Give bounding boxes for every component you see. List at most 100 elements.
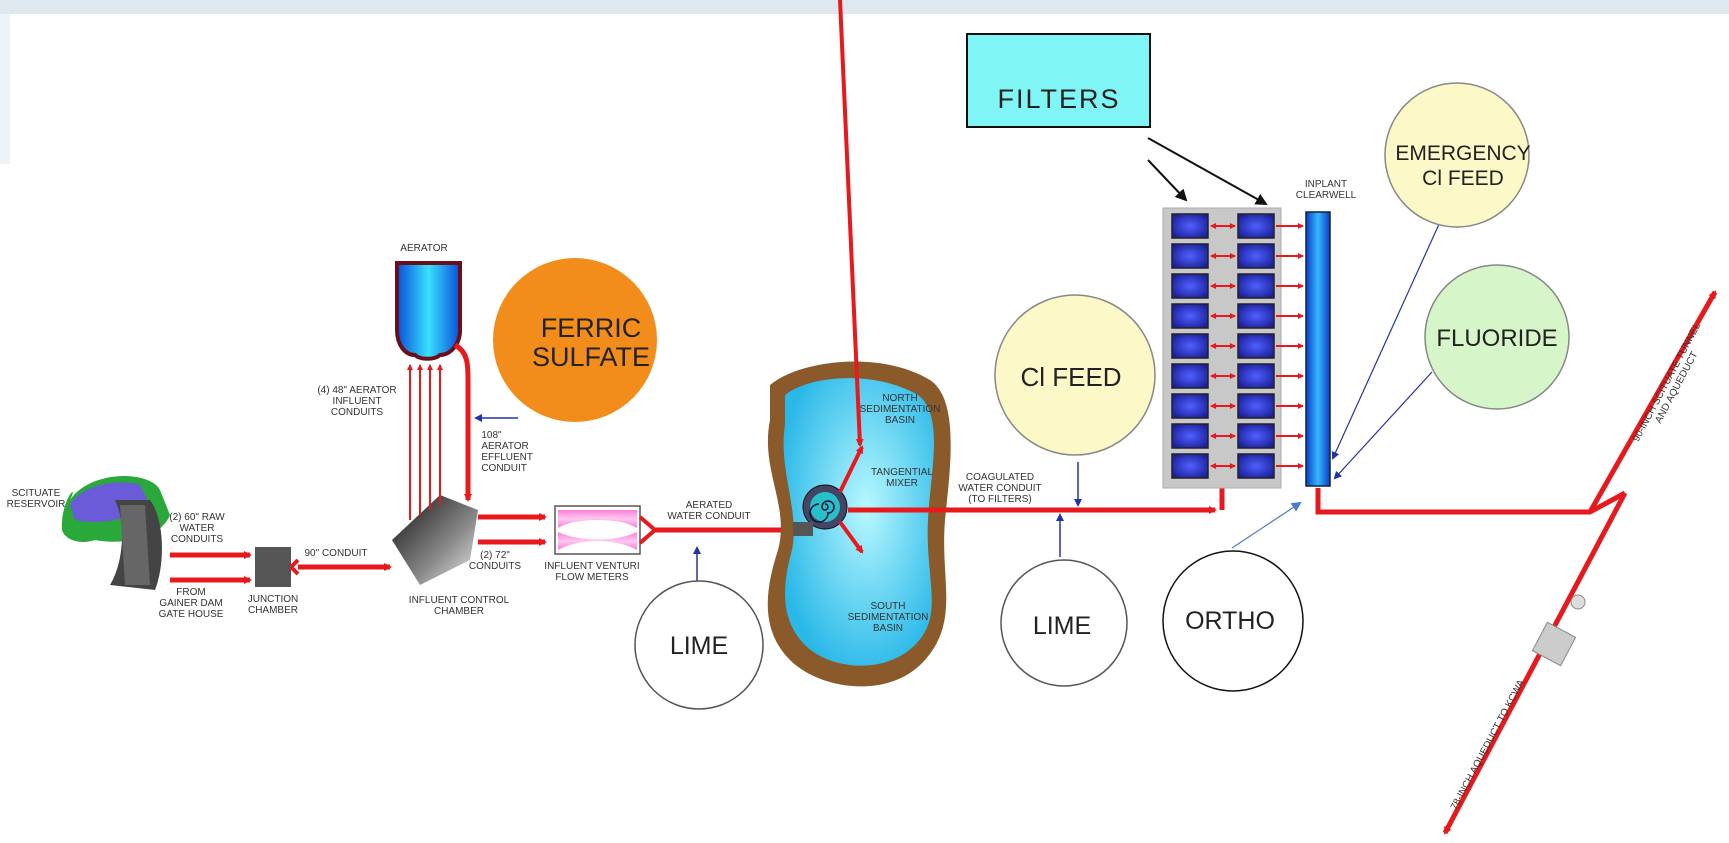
ferric-sulfate-circle (493, 258, 657, 422)
label-line: SEDIMENTATION (847, 612, 929, 623)
filter-cell (1237, 303, 1275, 329)
ortho-arrow (1231, 501, 1302, 549)
aerator-icon (395, 261, 462, 361)
cl-feed-circle (994, 294, 1156, 456)
filter-cell (1171, 423, 1209, 449)
fluoride-arrow (1333, 371, 1433, 480)
label-line: WATER (179, 523, 215, 534)
filter-cell (1171, 393, 1209, 419)
filter-cell (1171, 363, 1209, 389)
label-line: CHAMBER (247, 605, 298, 616)
filters-label: FILTERS (997, 84, 1121, 114)
label-line: INFLUENT CONTROL (408, 595, 510, 606)
emergency-cl-feed-label: EMERGENCY Cl FEED (1395, 141, 1530, 191)
label-line: SEDIMENTATION (859, 404, 941, 415)
cl-feed-label: Cl FEED (1020, 362, 1122, 392)
filter-bank (1162, 207, 1304, 489)
label-line: WATER CONDUIT (958, 483, 1042, 494)
conduits-72-label: (2) 72" CONDUITS (469, 550, 521, 572)
fluoride-label: FLUORIDE (1436, 325, 1558, 352)
filter-cell (1171, 453, 1209, 479)
label-line: GAINER DAM (159, 598, 223, 609)
label-line: INFLUENT (332, 396, 382, 407)
emergency-cl-feed-circle (1384, 82, 1530, 228)
aerator-effluent-conduit (453, 342, 472, 502)
scituate-reservoir-icon (61, 476, 171, 590)
label-line: BASIN (872, 623, 903, 634)
scituate-reservoir-label: SCITUATE RESERVOIR (7, 488, 66, 510)
label-line: FLOW METERS (555, 572, 629, 583)
label-line: (2) 72" (480, 550, 510, 561)
label-line: FROM (176, 587, 206, 598)
conduit-90-label: 90" CONDUIT (304, 548, 368, 559)
label-line: AERATOR (481, 441, 529, 452)
filters-arrow-2 (1147, 137, 1268, 205)
filter-cell (1237, 273, 1275, 299)
filter-cell (1237, 423, 1275, 449)
junction-chamber-icon (255, 547, 291, 587)
aerator-influent-label: (4) 48" AERATOR INFLUENT CONDUITS (317, 385, 396, 418)
lime-1-label: LIME (669, 632, 729, 660)
label-line: WATER CONDUIT (667, 511, 751, 522)
mixer-out-north (838, 445, 864, 493)
influent-control-chamber-label: INFLUENT CONTROL CHAMBER (409, 595, 509, 617)
label-line: (4) 48" AERATOR (317, 385, 397, 396)
coagulated-water-label: COAGULATED WATER CONDUIT (TO FILTERS) (958, 472, 1041, 505)
label-line: SOUTH (870, 601, 906, 612)
aerator-effluent-label: 108" AERATOR EFFLUENT CONDUIT (481, 430, 533, 474)
finished-water-main (1315, 488, 1627, 515)
filter-cell (1237, 243, 1275, 269)
ortho-label: ORTHO (1185, 607, 1275, 635)
filter-cell (1237, 213, 1275, 239)
top-band (0, 0, 1729, 14)
lime-2-circle (1000, 559, 1128, 687)
label-line: JUNCTION (247, 594, 299, 605)
tunnel-90-pipe (1587, 290, 1718, 514)
label-line: EFFLUENT (481, 452, 534, 463)
influent-control-chamber-icon (392, 495, 478, 585)
label-line: 108" (481, 430, 502, 441)
label-line: NORTH (882, 393, 918, 404)
label-line: CONDUITS (170, 534, 224, 545)
emergency-cl-feed-line: Cl FEED (1422, 167, 1504, 190)
label-line: INPLANT (1304, 179, 1348, 190)
left-edge-band (0, 14, 10, 164)
label-line: COAGULATED (965, 472, 1035, 483)
filter-cell (1171, 303, 1209, 329)
filter-cell (1171, 243, 1209, 269)
label-line: SCITUATE (11, 488, 61, 499)
label-line: CONDUITS (468, 561, 522, 572)
lime-1-circle (634, 580, 764, 710)
filter-cell (1171, 333, 1209, 359)
mixer-out-south (838, 520, 864, 554)
aqueduct-meter-icon (1531, 621, 1577, 667)
label-line: GATE HOUSE (158, 609, 224, 620)
junction-chamber-label: JUNCTION CHAMBER (248, 594, 299, 616)
aerator-label: AERATOR (400, 243, 448, 254)
fluoride-circle (1424, 264, 1570, 410)
south-basin-label: SOUTH SEDIMENTATION BASIN (848, 601, 929, 634)
filter-cell (1237, 363, 1275, 389)
label-line: INFLUENT VENTURI (544, 561, 640, 572)
north-basin-label: NORTH SEDIMENTATION BASIN (860, 393, 941, 426)
label-line: MIXER (886, 478, 918, 489)
sedimentation-basin-water (783, 378, 934, 666)
filter-cell (1237, 333, 1275, 359)
ortho-circle (1162, 550, 1304, 692)
ferric-sulfate-line: SULFATE (531, 342, 651, 372)
venturi-flow-meters-icon (554, 505, 641, 555)
label-line: CHAMBER (433, 606, 485, 617)
aqueduct-78-pipe (1442, 491, 1628, 835)
label-line: AERATED (685, 500, 733, 511)
filter-cell (1171, 213, 1209, 239)
filter-cell (1237, 453, 1275, 479)
filters-box (966, 33, 1151, 128)
filters-arrow-1 (1147, 159, 1188, 202)
filter-cell (1237, 393, 1275, 419)
label-line: (2) 60" RAW (169, 512, 225, 523)
emergency-cl-arrow (1331, 221, 1441, 460)
lime-2-label: LIME (1032, 612, 1092, 640)
aqueduct-valve-icon (1570, 594, 1586, 610)
